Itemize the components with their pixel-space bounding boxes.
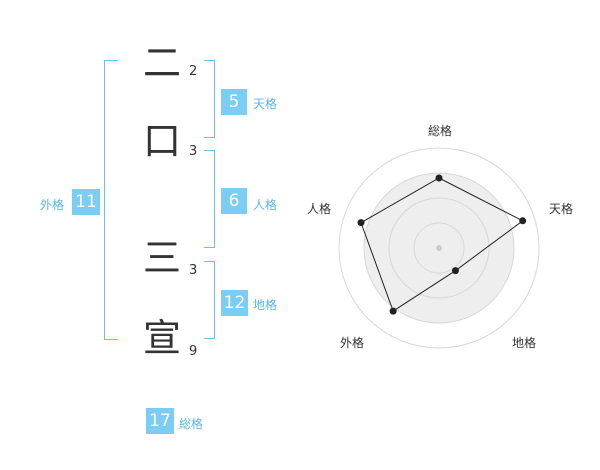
radar-axis-label-soukaku: 総格 xyxy=(428,124,453,138)
radar-ring xyxy=(388,197,490,299)
stroke-count-1: 2 xyxy=(189,64,198,79)
soukaku-value-badge: 17 xyxy=(146,408,174,434)
jinkaku-value-badge: 6 xyxy=(221,188,247,214)
name-char-1: 二 xyxy=(142,41,181,85)
radar-axis-label-jinkaku: 人格 xyxy=(307,202,332,216)
radar-axis-label-gaikaku: 外格 xyxy=(340,336,365,350)
stroke-count-4: 9 xyxy=(189,344,198,359)
gaikaku-label: 外格 xyxy=(40,198,65,212)
gaikaku-bracket xyxy=(104,60,118,340)
gaikaku-value-badge: 11 xyxy=(72,189,100,215)
radar-ring xyxy=(363,172,515,324)
radar-ring xyxy=(413,222,465,274)
name-char-4: 宣 xyxy=(142,316,181,360)
chikaku-bracket xyxy=(204,261,215,339)
radar-point-3 xyxy=(389,307,397,315)
soukaku-label: 総格 xyxy=(179,417,204,431)
radar-axis-label-tenkaku: 天格 xyxy=(549,202,574,216)
chikaku-label: 地格 xyxy=(253,298,278,312)
tenkaku-label: 天格 xyxy=(253,97,278,111)
jinkaku-bracket xyxy=(204,150,215,248)
tenkaku-value-badge: 5 xyxy=(221,89,247,115)
chikaku-value-badge: 12 xyxy=(221,290,248,316)
radar-point-2 xyxy=(451,267,459,275)
tenkaku-bracket xyxy=(204,60,215,138)
stroke-count-3: 3 xyxy=(189,263,198,278)
radar-series-line xyxy=(360,177,524,312)
radar-point-1 xyxy=(519,217,527,225)
radar-point-0 xyxy=(435,174,443,182)
name-char-3: 三 xyxy=(142,236,181,280)
stroke-count-2: 3 xyxy=(189,144,198,159)
radar-center xyxy=(436,245,442,251)
radar-axis-label-chikaku: 地格 xyxy=(512,336,537,350)
radar-point-4 xyxy=(357,219,365,227)
jinkaku-label: 人格 xyxy=(253,198,278,212)
name-char-2: 口 xyxy=(142,119,181,163)
radar-ring xyxy=(338,147,540,349)
